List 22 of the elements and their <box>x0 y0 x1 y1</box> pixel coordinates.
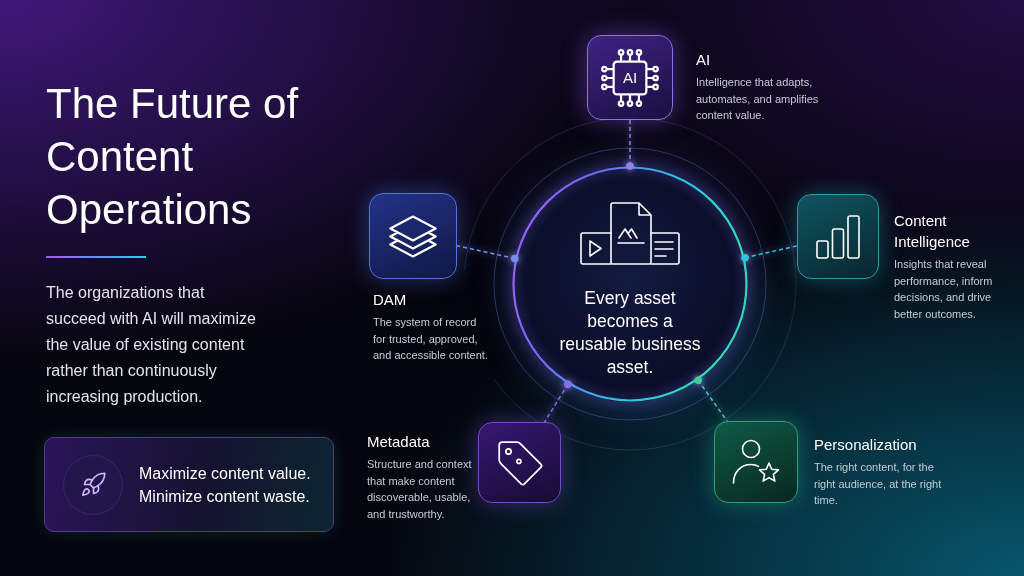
node-description: The system of record for trusted, approved, and accessible content. <box>373 315 489 363</box>
connector <box>694 376 728 422</box>
node-description: Structure and context that make content discoverable, usable, and trustworthy. <box>367 457 473 522</box>
callout-card <box>44 437 334 532</box>
node-title: Metadata <box>367 432 431 452</box>
hub-text: Every asset becomes a reusable business asset. <box>558 287 702 379</box>
node-title: AI <box>696 50 712 70</box>
connector <box>741 245 798 262</box>
node-title: DAM <box>373 290 408 310</box>
node-description: Intelligence that adapts, automates, and amplifies content value. <box>696 75 820 123</box>
node-title: Personalization <box>814 435 918 455</box>
callout-text: Maximize content value. Minimize content waste. <box>139 463 312 507</box>
chip-label: AI <box>622 69 638 86</box>
node-title: Content Intelligence <box>894 211 971 252</box>
title: The Future of Content Operations <box>46 79 300 235</box>
node-description: Insights that reveal performance, inform decisions, and drive better outcomes. <box>894 257 994 322</box>
node-description: The right content, for the right audience, at the right time. <box>814 460 943 508</box>
connector <box>626 119 634 170</box>
hub-circle <box>512 166 748 402</box>
connector <box>543 380 572 423</box>
connector <box>456 244 519 263</box>
intro-paragraph: The organizations that succeed with AI will maximize the value of existing content rather than continuously increasing production. <box>46 283 257 407</box>
